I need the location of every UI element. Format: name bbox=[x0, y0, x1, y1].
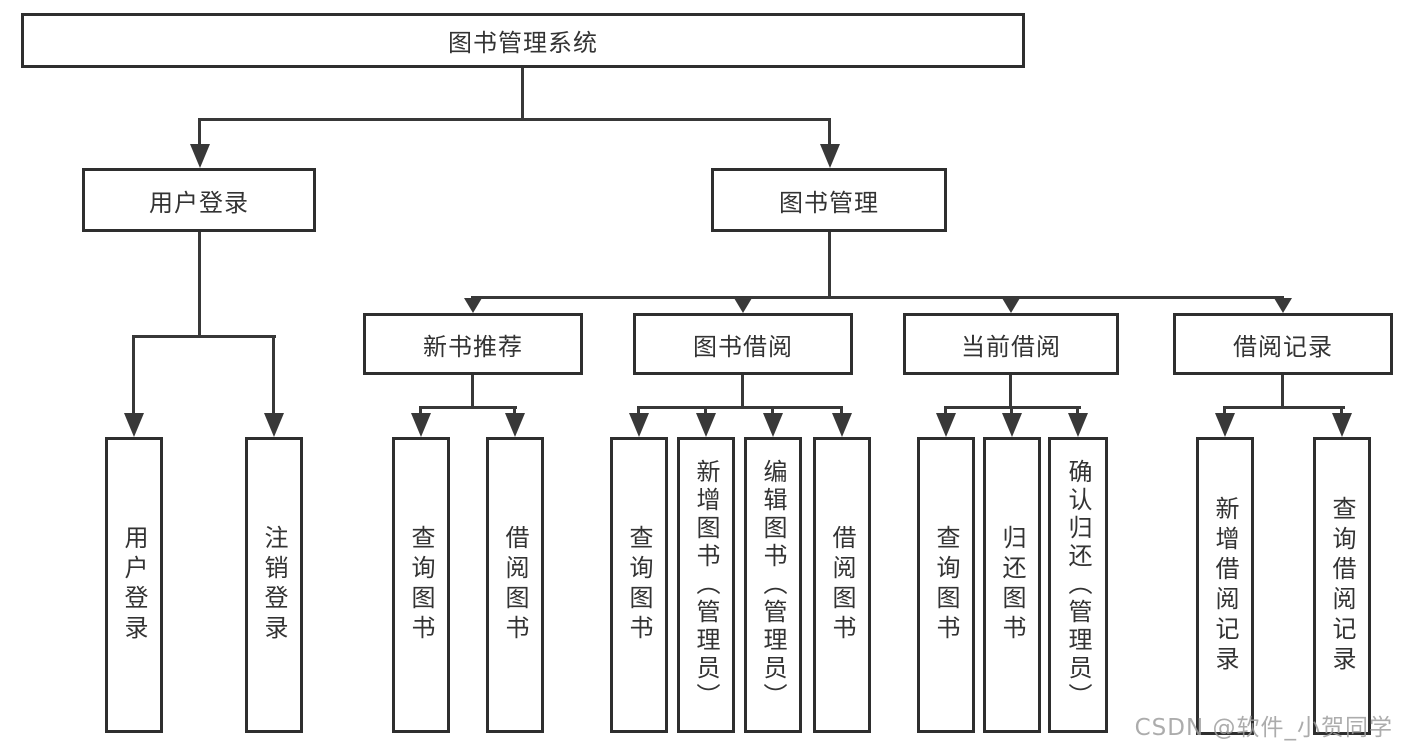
connector-line bbox=[771, 406, 774, 416]
arrowhead-down-icon bbox=[1002, 298, 1020, 313]
node-label: 新书推荐 bbox=[423, 332, 523, 361]
connector-line bbox=[1223, 406, 1345, 409]
leaf-add-books-admin: 新增图书（管理员） bbox=[677, 437, 735, 733]
node-current-borrow: 当前借阅 bbox=[903, 313, 1119, 375]
connector-line bbox=[419, 406, 517, 409]
connector-line bbox=[513, 406, 516, 416]
connector-line bbox=[272, 335, 275, 415]
leaf-label: 编辑图书（管理员） bbox=[759, 459, 787, 711]
connector-line bbox=[132, 335, 276, 338]
connector-line bbox=[637, 406, 640, 416]
connector-line bbox=[840, 406, 843, 416]
connector-line bbox=[1223, 406, 1226, 416]
node-book-management: 图书管理 bbox=[711, 168, 947, 232]
connector-line bbox=[471, 375, 474, 406]
connector-line bbox=[828, 232, 831, 296]
node-root-label: 图书管理系统 bbox=[448, 29, 598, 57]
leaf-label: 查询图书 bbox=[625, 525, 653, 645]
node-label: 借阅记录 bbox=[1233, 332, 1333, 361]
leaf-label: 查询图书 bbox=[932, 525, 960, 645]
connector-line bbox=[944, 406, 947, 416]
leaf-user-login: 用户登录 bbox=[105, 437, 163, 733]
arrowhead-down-icon bbox=[1274, 298, 1292, 313]
node-label: 用户登录 bbox=[149, 188, 249, 217]
node-book-borrow: 图书借阅 bbox=[633, 313, 853, 375]
leaf-label: 确认归还（管理员） bbox=[1064, 459, 1092, 711]
connector-line bbox=[198, 118, 201, 146]
connector-line bbox=[471, 296, 1284, 299]
connector-line bbox=[521, 68, 524, 118]
leaf-query-books-borrow: 查询图书 bbox=[610, 437, 668, 733]
arrowhead-down-icon bbox=[264, 413, 284, 437]
leaf-query-borrow-record: 查询借阅记录 bbox=[1313, 437, 1371, 735]
leaf-label: 借阅图书 bbox=[501, 525, 529, 645]
node-label: 图书管理 bbox=[779, 188, 879, 217]
arrowhead-down-icon bbox=[411, 413, 431, 437]
node-user-login: 用户登录 bbox=[82, 168, 316, 232]
connector-line bbox=[1009, 375, 1012, 406]
leaf-label: 新增图书（管理员） bbox=[692, 459, 720, 711]
leaf-label: 注销登录 bbox=[260, 525, 288, 645]
leaf-return-books: 归还图书 bbox=[983, 437, 1041, 733]
leaf-logout: 注销登录 bbox=[245, 437, 303, 733]
leaf-query-books-recommend: 查询图书 bbox=[392, 437, 450, 733]
connector-line bbox=[198, 118, 831, 121]
connector-line bbox=[704, 406, 707, 416]
leaf-query-books-current: 查询图书 bbox=[917, 437, 975, 733]
arrowhead-down-icon bbox=[190, 144, 210, 168]
csdn-watermark: CSDN @软件_小贺同学 bbox=[1134, 715, 1393, 741]
arrowhead-down-icon bbox=[1332, 413, 1352, 437]
connector-line bbox=[1340, 406, 1343, 416]
arrowhead-down-icon bbox=[505, 413, 525, 437]
arrowhead-down-icon bbox=[1002, 413, 1022, 437]
connector-line bbox=[1010, 406, 1013, 416]
node-new-book-recommend: 新书推荐 bbox=[363, 313, 583, 375]
arrowhead-down-icon bbox=[820, 144, 840, 168]
leaf-borrow-books-recommend: 借阅图书 bbox=[486, 437, 544, 733]
node-label: 图书借阅 bbox=[693, 332, 793, 361]
leaf-label: 用户登录 bbox=[120, 525, 148, 645]
connector-line bbox=[637, 406, 843, 409]
arrowhead-down-icon bbox=[464, 298, 482, 313]
arrowhead-down-icon bbox=[832, 413, 852, 437]
leaf-label: 归还图书 bbox=[998, 525, 1026, 645]
arrowhead-down-icon bbox=[696, 413, 716, 437]
node-root-system: 图书管理系统 bbox=[21, 13, 1025, 68]
leaf-confirm-return-admin: 确认归还（管理员） bbox=[1048, 437, 1108, 733]
connector-line bbox=[1076, 406, 1079, 416]
leaf-label: 新增借阅记录 bbox=[1211, 496, 1239, 676]
arrowhead-down-icon bbox=[629, 413, 649, 437]
connector-line bbox=[198, 232, 201, 335]
arrowhead-down-icon bbox=[1068, 413, 1088, 437]
connector-line bbox=[419, 406, 422, 416]
connector-line bbox=[828, 118, 831, 146]
leaf-edit-books-admin: 编辑图书（管理员） bbox=[744, 437, 802, 733]
leaf-label: 查询图书 bbox=[407, 525, 435, 645]
leaf-label: 查询借阅记录 bbox=[1328, 496, 1356, 676]
leaf-add-borrow-record: 新增借阅记录 bbox=[1196, 437, 1254, 735]
node-label: 当前借阅 bbox=[961, 332, 1061, 361]
connector-line bbox=[132, 335, 135, 415]
connector-line bbox=[741, 375, 744, 406]
leaf-label: 借阅图书 bbox=[828, 525, 856, 645]
arrowhead-down-icon bbox=[936, 413, 956, 437]
node-borrow-records: 借阅记录 bbox=[1173, 313, 1393, 375]
arrowhead-down-icon bbox=[734, 298, 752, 313]
connector-line bbox=[1281, 375, 1284, 406]
arrowhead-down-icon bbox=[1215, 413, 1235, 437]
arrowhead-down-icon bbox=[124, 413, 144, 437]
leaf-borrow-books: 借阅图书 bbox=[813, 437, 871, 733]
arrowhead-down-icon bbox=[763, 413, 783, 437]
